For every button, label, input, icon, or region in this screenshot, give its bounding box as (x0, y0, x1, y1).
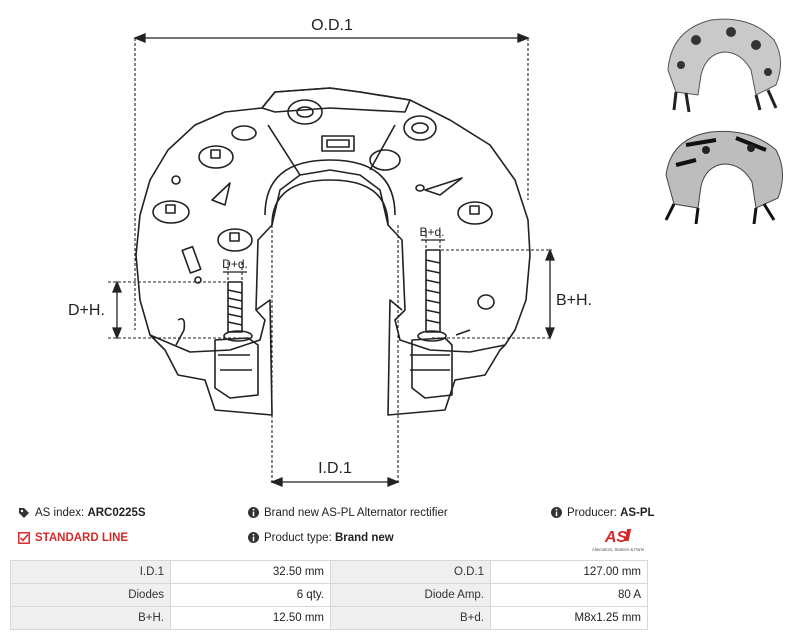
bd-label: B+d. (419, 225, 444, 239)
specs-table: I.D.1 32.50 mm O.D.1 127.00 mm Diodes 6 … (10, 560, 648, 630)
spec-value: 127.00 mm (490, 560, 648, 584)
product-photo-bottom[interactable] (656, 120, 794, 232)
spec-value: M8x1.25 mm (490, 606, 648, 630)
rectifier-technical-drawing: O.D.1 I.D.1 D+H. B+H. D+d. B+d. (68, 17, 592, 487)
description-row: Brand new AS-PL Alternator rectifier (248, 506, 448, 520)
as-index-label: AS index: (35, 507, 85, 519)
standard-line-row: STANDARD LINE (18, 531, 128, 545)
id-label: I.D.1 (318, 460, 352, 477)
bh-label: B+H. (556, 292, 592, 309)
spec-value: 12.50 mm (170, 606, 331, 630)
table-row: Diodes 6 qty. Diode Amp. 80 A (10, 583, 648, 607)
spec-label: I.D.1 (10, 560, 171, 584)
standard-line-label: STANDARD LINE (35, 532, 129, 544)
tag-icon (19, 507, 29, 518)
producer-row: Producer: AS-PL (551, 506, 655, 520)
spec-value: 32.50 mm (170, 560, 331, 584)
table-row: B+H. 12.50 mm B+d. M8x1.25 mm (10, 606, 648, 630)
spec-label: Diodes (10, 583, 171, 607)
logo-mark: AS (604, 529, 628, 546)
info-icon (248, 507, 259, 519)
as-index-value: ARC0225S (87, 507, 146, 519)
od-label: O.D.1 (311, 17, 353, 34)
producer-value: AS-PL (620, 507, 655, 519)
spec-label: O.D.1 (330, 560, 491, 584)
spec-label: B+H. (10, 606, 171, 630)
as-index-row: AS index: ARC0225S (18, 506, 146, 520)
table-row: I.D.1 32.50 mm O.D.1 127.00 mm (10, 560, 648, 584)
checkbox-icon (18, 532, 30, 544)
description-text: Brand new AS-PL Alternator rectifier (264, 507, 448, 519)
spec-label: B+d. (330, 606, 491, 630)
producer-label: Producer: (567, 507, 617, 519)
product-type-label: Product type: (264, 532, 332, 544)
spec-value: 80 A (490, 583, 648, 607)
product-photo-top[interactable] (656, 10, 794, 122)
dd-label: D+d. (222, 257, 248, 271)
as-pl-logo: AS Alternators, Starters & Parts (592, 529, 644, 552)
info-icon (248, 532, 259, 544)
logo-tagline: Alternators, Starters & Parts (592, 547, 644, 552)
spec-value: 6 qty. (170, 583, 331, 607)
info-icon (551, 507, 562, 519)
product-type-row: Product type: Brand new (248, 531, 394, 545)
product-type-value: Brand new (334, 532, 394, 544)
spec-label: Diode Amp. (330, 583, 491, 607)
dh-label: D+H. (68, 302, 105, 319)
rectifier-body-outline (135, 87, 531, 353)
center-arch (271, 179, 389, 226)
